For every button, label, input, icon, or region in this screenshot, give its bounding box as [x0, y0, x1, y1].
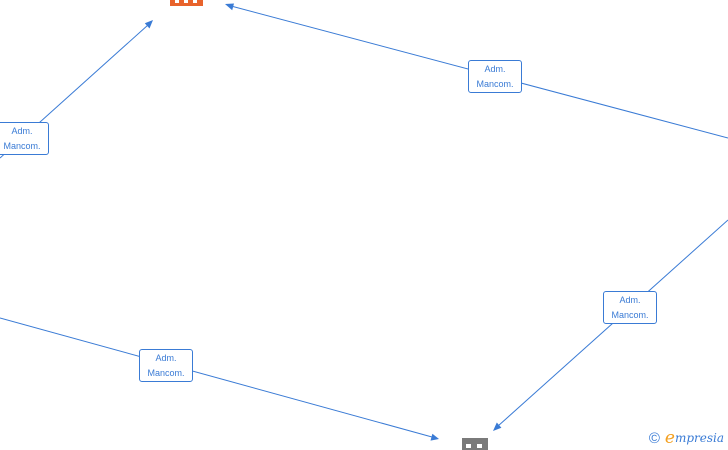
company-building-icon — [170, 0, 203, 6]
arrow-head — [430, 433, 439, 441]
edge-bottom-right — [493, 219, 728, 431]
edge-label-type: Mancom. — [3, 141, 41, 151]
edge-label-role: Adm. — [484, 64, 506, 74]
edge-label-role: Adm. — [619, 295, 641, 305]
edge-label-type: Mancom. — [611, 310, 649, 320]
edge-label-role: Adm. — [11, 126, 33, 136]
edge-label-bottom-right: Adm. Mancom. — [603, 291, 657, 324]
empresia-watermark: © e mpresia — [648, 428, 724, 448]
edge-label-bottom-left: Adm. Mancom. — [139, 349, 193, 382]
edge-label-role: Adm. — [155, 353, 177, 363]
company-building-icon — [462, 438, 488, 450]
company-node-top[interactable] — [170, 0, 203, 6]
company-node-bottom[interactable] — [462, 438, 488, 450]
copyright-icon: © — [648, 429, 660, 447]
brand-logo-text: mpresia — [674, 431, 724, 445]
edge-label-type: Mancom. — [476, 79, 514, 89]
arrow-head — [493, 422, 502, 431]
edge-label-top-right: Adm. Mancom. — [468, 60, 522, 93]
edge-line — [0, 317, 433, 438]
brand-logo-initial: e — [664, 428, 675, 448]
edge-label-top-left: Adm. Mancom. — [0, 122, 49, 155]
edge-bottom-left — [0, 317, 439, 441]
edge-label-type: Mancom. — [147, 368, 185, 378]
arrow-head — [144, 20, 153, 29]
arrow-head — [225, 3, 234, 11]
